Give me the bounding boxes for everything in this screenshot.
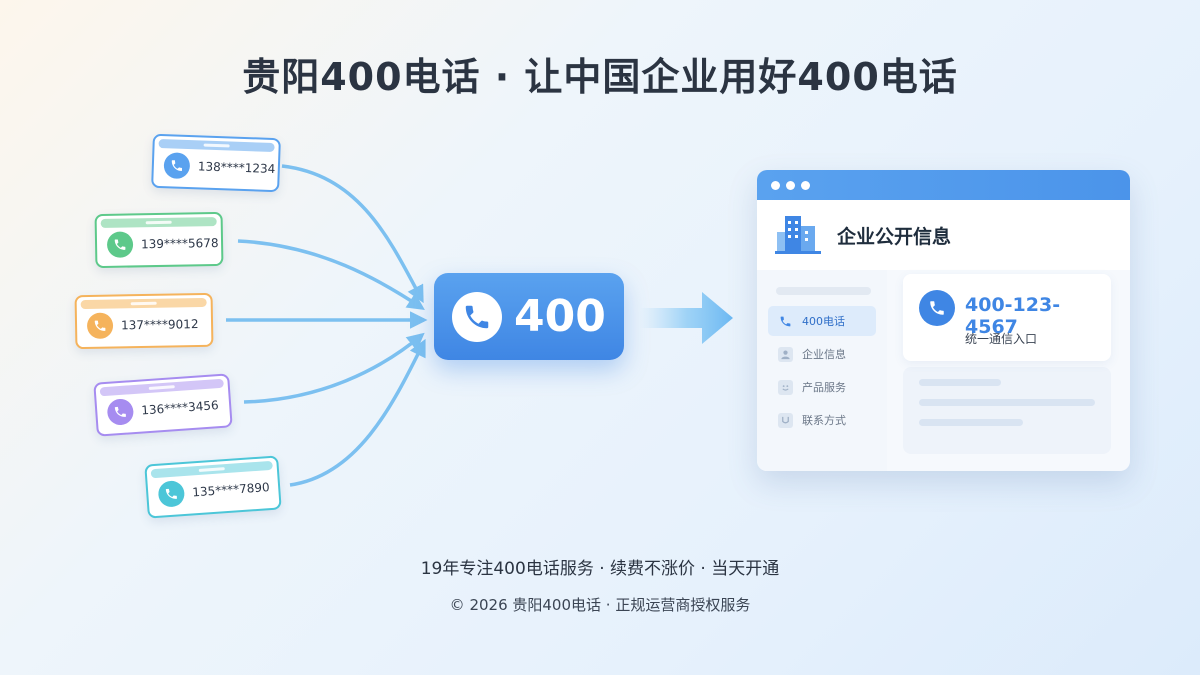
hub-400: 400 xyxy=(434,273,624,360)
phone-icon xyxy=(106,398,135,426)
sidebar-item-label: 企业信息 xyxy=(802,348,846,361)
caller-number: 138****1234 xyxy=(197,159,276,177)
info-placeholder-card xyxy=(903,367,1111,454)
sidebar-item-phone[interactable]: 400电话 xyxy=(768,306,876,336)
flow-arrow xyxy=(237,239,425,310)
window-titlebar xyxy=(757,170,1130,200)
caller-card: 137****9012 xyxy=(74,292,214,350)
window-content: 400-123-4567 统一通信入口 xyxy=(903,274,1111,454)
flow-arrow xyxy=(289,338,426,487)
sidebar-item-company[interactable]: 企业信息 xyxy=(768,339,876,369)
smile-icon xyxy=(778,379,793,395)
page-title: 贵阳400电话 · 让中国企业用好400电话 xyxy=(242,55,958,99)
sidebar-placeholder xyxy=(776,287,871,295)
caller-card: 138****1234 xyxy=(151,133,281,193)
phone-icon xyxy=(919,290,955,326)
window-title: 企业公开信息 xyxy=(837,225,952,248)
sidebar-item-label: 产品服务 xyxy=(802,381,846,394)
footer: © 2026 贵阳400电话 · 正规运营商授权服务 xyxy=(449,596,751,614)
caller-card: 139****5678 xyxy=(94,211,224,269)
phone-icon xyxy=(778,314,793,329)
phone-card[interactable]: 400-123-4567 统一通信入口 xyxy=(903,274,1111,361)
phone-icon xyxy=(163,152,191,180)
caller-card: 135****7890 xyxy=(144,455,282,519)
phone-icon xyxy=(452,291,502,342)
phone-icon xyxy=(86,312,114,339)
phone-icon xyxy=(157,480,186,508)
window-dot[interactable] xyxy=(771,180,780,190)
caller-number: 136****3456 xyxy=(140,398,220,418)
hub-label: 400 xyxy=(514,291,606,342)
flow-arrow xyxy=(243,332,425,404)
phone-label: 统一通信入口 xyxy=(965,332,1038,346)
sidebar-item-label: 联系方式 xyxy=(802,414,846,427)
enterprise-info-window: 企业公开信息 400电话 企业信息 产品服务 联系方式 xyxy=(757,170,1130,471)
caller-number: 137****9012 xyxy=(120,317,199,333)
arrow-right-icon xyxy=(640,292,733,344)
window-dot[interactable] xyxy=(786,180,795,190)
flow-arrow xyxy=(281,164,424,304)
window-dot[interactable] xyxy=(801,180,810,190)
sidebar-item-label: 400电话 xyxy=(802,315,845,328)
building-icon xyxy=(775,212,823,258)
sidebar-item-contact[interactable]: 联系方式 xyxy=(768,405,876,435)
tagline: 19年专注400电话服务 · 续费不涨价 · 当天开通 xyxy=(420,559,780,579)
phone-number: 400-123-4567 xyxy=(965,294,1061,338)
caller-card: 136****3456 xyxy=(93,373,233,437)
phone-icon xyxy=(106,231,134,258)
sidebar-item-products[interactable]: 产品服务 xyxy=(768,372,876,402)
window-sidebar: 400电话 企业信息 产品服务 联系方式 xyxy=(757,270,887,471)
contact-icon xyxy=(778,412,793,428)
window-header: 企业公开信息 xyxy=(757,200,1130,270)
caller-number: 135****7890 xyxy=(191,480,271,500)
caller-number: 139****5678 xyxy=(140,235,219,252)
user-icon xyxy=(778,346,793,362)
